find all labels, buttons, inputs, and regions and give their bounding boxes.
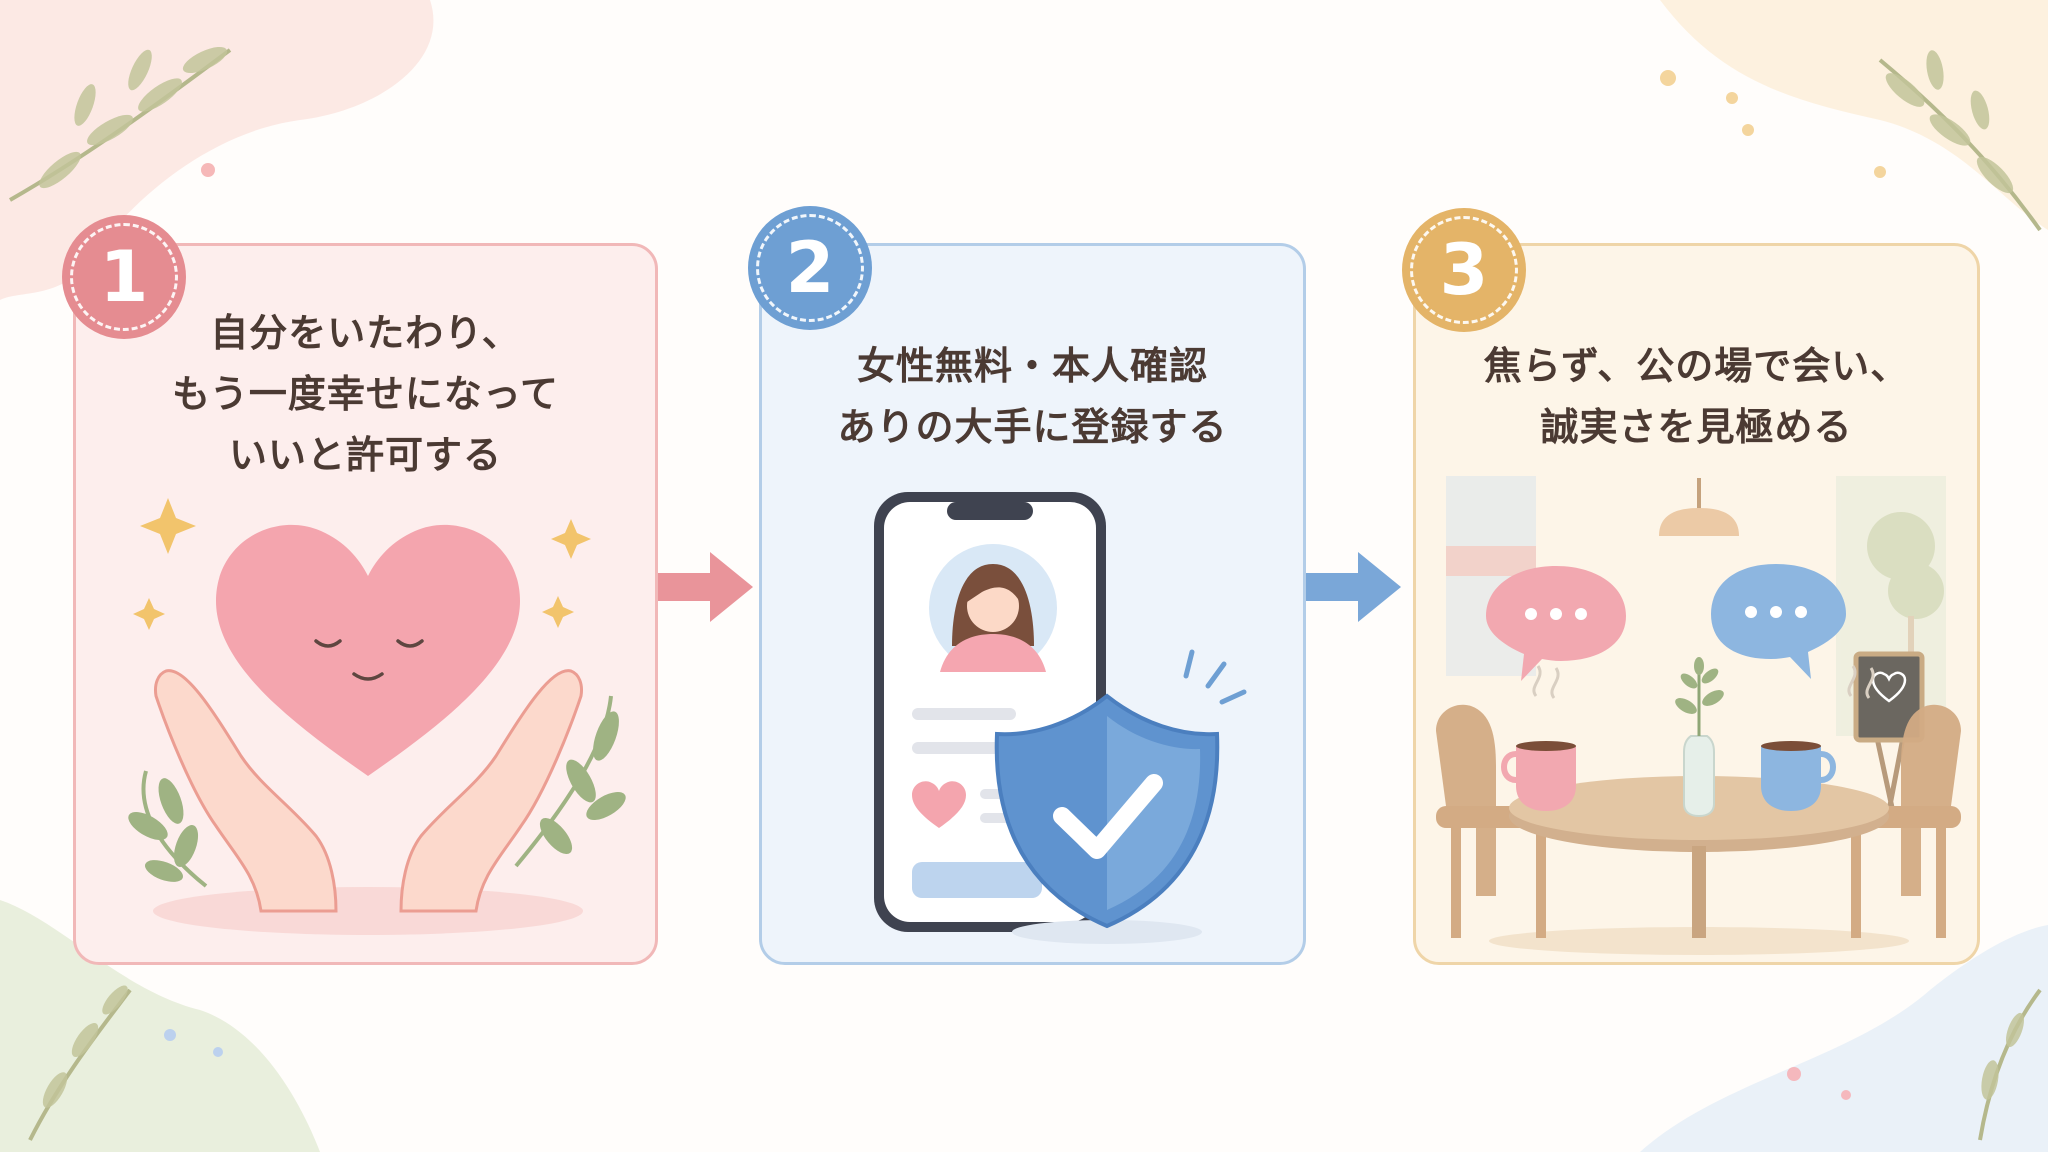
phone-profile-shield-icon: [874, 492, 1247, 944]
step-3-badge: 3: [1402, 208, 1526, 332]
step-1-caption: 自分をいたわり、 もう一度幸せになって いいと許可する: [73, 303, 658, 486]
step-1-badge: 1: [62, 215, 186, 339]
step-1-line-1: 自分をいたわり、: [210, 311, 521, 355]
heart-in-hands-icon: [128, 498, 626, 935]
step-3-line-1: 焦らず、公の場で会い、: [1483, 344, 1910, 388]
step-1-line-2: もう一度幸せになって: [172, 372, 559, 416]
step-3-line-2: 誠実さを見極める: [1540, 405, 1853, 449]
step-2-line-2: ありの大手に登録する: [837, 405, 1228, 449]
step-3-caption: 焦らず、公の場で会い、 誠実さを見極める: [1413, 336, 1980, 458]
step-1-card: [73, 243, 658, 965]
cafe-conversation-icon: [1436, 476, 1961, 955]
step-2-badge: 2: [748, 206, 872, 330]
step-2-card: [759, 243, 1306, 965]
arrow-right-icon: [1306, 552, 1401, 622]
step-2-caption: 女性無料・本人確認 ありの大手に登録する: [759, 336, 1306, 458]
step-2-line-1: 女性無料・本人確認: [856, 344, 1208, 388]
step-3-card: [1413, 243, 1980, 965]
arrow-right-icon: [658, 552, 753, 622]
step-1-line-3: いいと許可する: [228, 433, 502, 477]
